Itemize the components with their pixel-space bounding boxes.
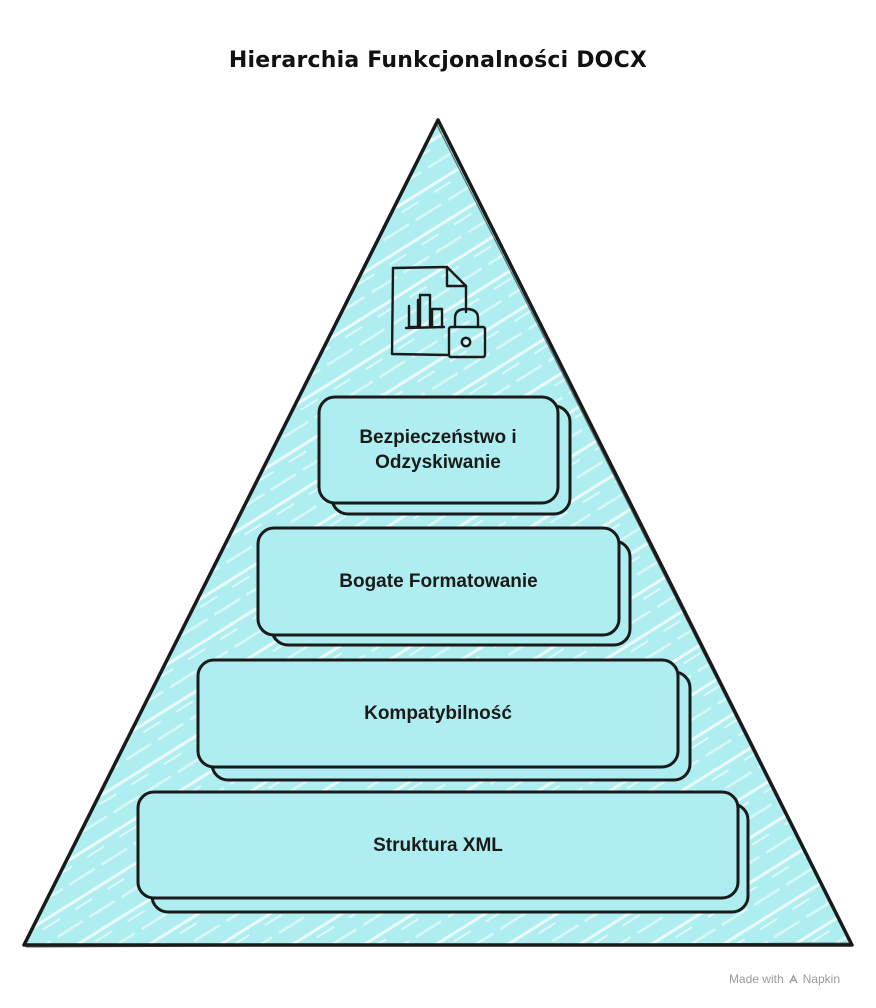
level-box-security-recovery: Bezpieczeństwo i Odzyskiwanie [359, 427, 517, 473]
document-chart-lock-icon [390, 265, 487, 359]
level-box-rich-formatting: Bogate Formatowanie [339, 571, 538, 592]
made-with-text: Made with [728, 972, 784, 986]
level-box-xml-structure: Struktura XML [373, 834, 503, 856]
level-box-compatibility: Kompatybilność [364, 703, 512, 724]
diagram-title: Hierarchia Funkcjonalności DOCX [228, 48, 648, 73]
napkin-brand-text: Napkin [802, 972, 840, 986]
level-box-shapes [136, 395, 750, 914]
napkin-logo-icon [788, 973, 798, 983]
made-with-napkin-label: Made with Napkin [729, 972, 840, 986]
